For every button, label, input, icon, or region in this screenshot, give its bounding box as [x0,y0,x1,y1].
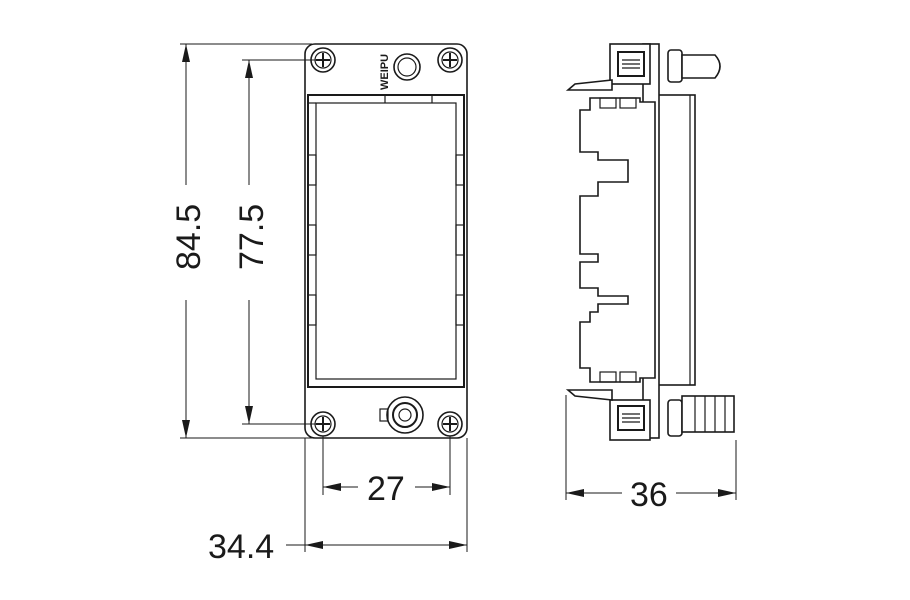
screw-icon [437,47,463,73]
brand-mark: WEIPU [379,54,391,90]
gland-protrusion [667,395,735,437]
front-view: WEIPU [304,43,468,439]
side-body-back [654,94,696,386]
side-view [565,43,735,441]
dimension-screw-spacing: 27 [322,436,451,508]
module-profile [579,97,656,383]
side-clips [307,154,465,326]
cable-gland-icon [379,396,424,434]
dimension-label-overall-width: 34.4 [208,528,274,566]
dimension-depth: 36 [565,395,737,514]
dimension-label-screw-spacing: 27 [367,470,405,508]
dimension-overall-height: 84.5 [170,43,312,439]
screw-icon [437,411,463,437]
dimension-label-inner-height: 77.5 [233,204,271,270]
dimension-label-overall-height: 84.5 [170,204,208,270]
led-protrusion [667,49,721,83]
dimension-inner-height: 77.5 [233,59,318,425]
led-indicator-icon [393,53,421,81]
dimension-overall-width: 34.4 [208,438,468,566]
dimension-label-depth: 36 [630,476,668,514]
front-plate [304,43,468,439]
